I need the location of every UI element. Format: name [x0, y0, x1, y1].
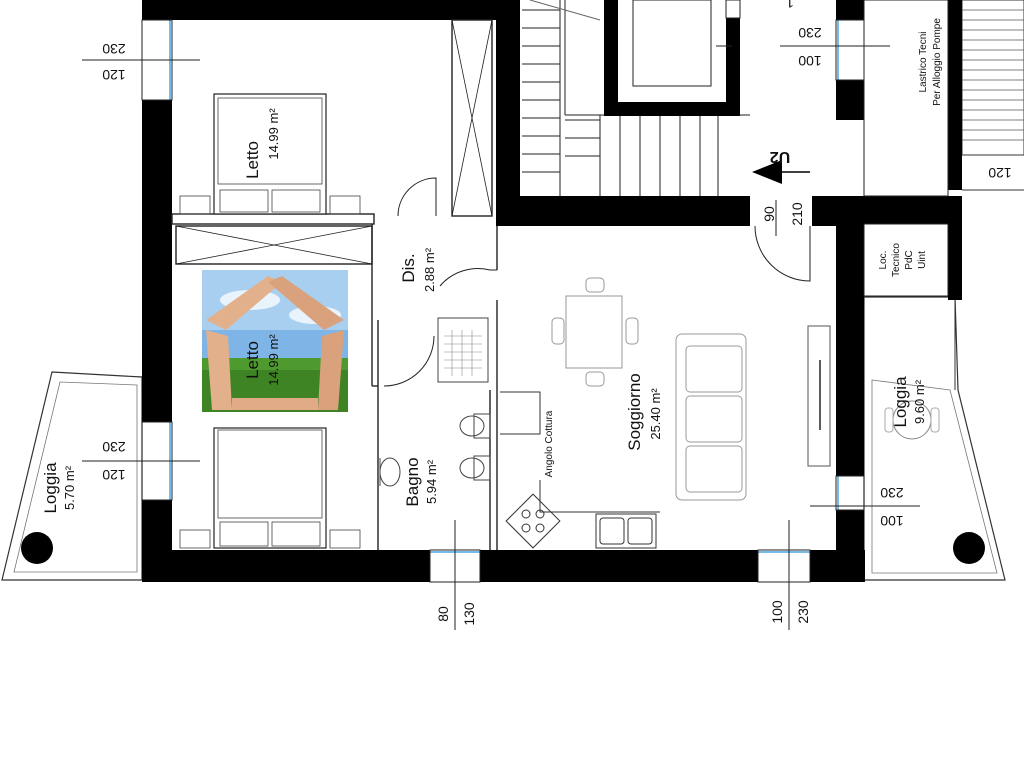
dim-top-left-b: 120 — [102, 67, 126, 83]
lastrico-terrace — [954, 0, 1024, 390]
room-soggiorno: Soggiorno 25.40 m² Angolo Cottura — [500, 277, 831, 549]
room-area-loggia-left: 5.70 m² — [62, 465, 77, 510]
lastrico-line-2: Per Alloggio Pompe — [932, 18, 943, 106]
loc-tecnico-line-3: PdC — [904, 250, 915, 269]
stairwell — [522, 0, 750, 196]
room-area-dis: 2.88 m² — [422, 247, 437, 292]
stair-direction-arrow: U2 — [752, 148, 810, 184]
loc-tecnico: Loc. Tecnico PdC Uint — [863, 223, 949, 297]
room-name-loggia-right: Loggia — [891, 376, 910, 428]
loc-tecnico-line-2: Tecnico — [891, 243, 902, 277]
stair-marker-label: U2 — [770, 148, 791, 165]
room-area-letto-top: 14.99 m² — [266, 108, 281, 160]
dim-top-right-b: 100 — [798, 53, 822, 69]
dim-mid-left-a: 230 — [102, 439, 126, 455]
dim-bottom-left-a: 80 — [435, 606, 451, 622]
watermark-house-hands-image — [202, 270, 348, 412]
dim-right-mid-a: 230 — [880, 485, 904, 501]
dim-top-partial: 1 — [786, 0, 794, 11]
loc-tecnico-line-1: Loc. — [878, 251, 889, 270]
room-area-bagno: 5.94 m² — [424, 459, 439, 504]
room-name-letto-mid: Letto — [243, 341, 262, 379]
bedroom-top: Letto 14.99 m² — [179, 93, 361, 215]
dim-far-right: 120 — [988, 165, 1012, 181]
dim-top-right-a: 230 — [798, 25, 822, 41]
dim-mid-left-b: 120 — [102, 467, 126, 483]
doors — [383, 177, 811, 387]
room-dis: Dis. 2.88 m² — [399, 247, 437, 292]
dim-door-a: 90 — [761, 206, 777, 222]
room-name-soggiorno: Soggiorno — [625, 373, 644, 451]
room-area-soggiorno: 25.40 m² — [648, 388, 663, 440]
room-name-angolo-cottura: Angolo Cottura — [544, 410, 555, 477]
lastrico-line-1: Lastrico Tecni — [918, 32, 929, 93]
room-name-letto-top: Letto — [243, 141, 262, 179]
room-area-letto-mid: 14.99 m² — [266, 334, 281, 386]
bedroom-mid: Letto 14.99 m² — [179, 270, 361, 549]
loc-tecnico-line-4: Uint — [917, 251, 928, 269]
lastrico-label: Lastrico Tecni Per Alloggio Pompe — [863, 0, 949, 197]
walls — [142, 0, 962, 582]
room-name-dis: Dis. — [399, 253, 418, 282]
dim-top-left-a: 230 — [102, 41, 126, 57]
dim-bottom-right-b: 230 — [795, 600, 811, 624]
room-name-loggia-left: Loggia — [41, 462, 60, 514]
dim-bottom-right-a: 100 — [769, 600, 785, 624]
room-name-bagno: Bagno — [403, 457, 422, 506]
room-bagno: Bagno 5.94 m² — [379, 317, 491, 507]
room-area-loggia-right: 9.60 m² — [912, 379, 927, 424]
dim-bottom-left-b: 130 — [461, 602, 477, 626]
loggia-right — [863, 296, 1006, 581]
dim-door-b: 210 — [789, 202, 805, 226]
dimensions: 230 120 230 120 230 100 230 100 90 210 8… — [82, 0, 1012, 630]
dim-right-mid-b: 100 — [880, 513, 904, 529]
